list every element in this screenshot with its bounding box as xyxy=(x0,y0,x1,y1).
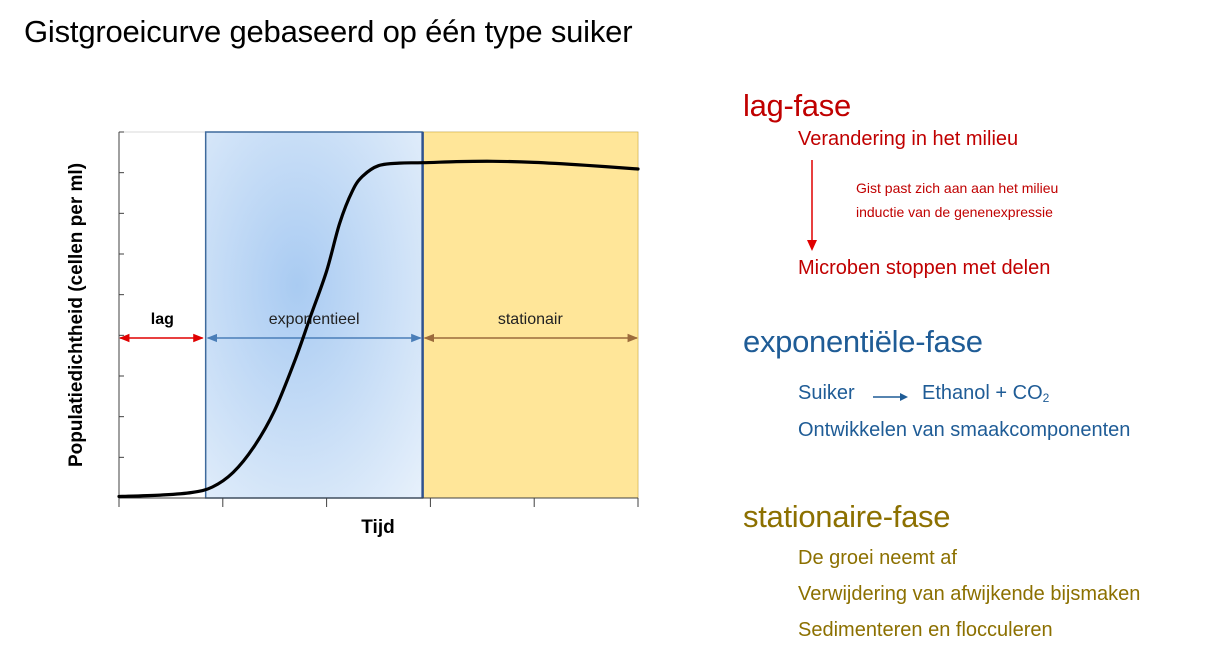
lag-phase-label: lag xyxy=(151,311,174,328)
stationary-phase-region xyxy=(422,131,639,499)
stationary-phase-text-3: Sedimenteren en flocculeren xyxy=(798,619,1053,641)
y-axis-label: Populatiedichtheid (cellen per ml) xyxy=(66,163,87,467)
down-arrow-icon xyxy=(807,160,817,251)
lag-phase-text-1: Verandering in het milieu xyxy=(798,128,1019,150)
fermentation-product-text: Ethanol + CO xyxy=(922,382,1043,404)
lag-phase-text-2: Microben stoppen met delen xyxy=(798,257,1051,279)
fermentation-product: Ethanol + CO2 xyxy=(922,382,1049,405)
exponential-phase-text-2: Ontwikkelen van smaakcomponenten xyxy=(798,419,1131,441)
stationary-phase-label: stationair xyxy=(498,311,564,328)
fermentation-reactant: Suiker xyxy=(798,382,855,404)
stationary-phase-heading: stationaire-fase xyxy=(743,499,951,534)
exponential-phase-heading: exponentiële-fase xyxy=(743,324,983,359)
exponential-phase-region xyxy=(204,131,424,499)
lag-phase-note-2: inductie van de genenexpressie xyxy=(856,204,1053,220)
growth-curve-line xyxy=(117,159,640,499)
stationary-phase-text-1: De groei neemt af xyxy=(798,547,957,569)
growth-curve-chart: lag exponentieel stationair Tijd Populat… xyxy=(66,131,640,538)
right-arrow-icon xyxy=(873,393,908,401)
co2-subscript: 2 xyxy=(1042,391,1050,405)
lag-phase-heading: lag-fase xyxy=(743,88,851,123)
x-axis-ticks xyxy=(118,498,639,507)
stationary-phase-text-2: Verwijdering van afwijkende bijsmaken xyxy=(798,583,1141,605)
exponential-phase-label: exponentieel xyxy=(269,311,360,328)
page-title: Gistgroeicurve gebaseerd op één type sui… xyxy=(24,14,633,49)
x-axis-label: Tijd xyxy=(361,517,394,538)
lag-phase-note-1: Gist past zich aan aan het milieu xyxy=(856,180,1059,196)
